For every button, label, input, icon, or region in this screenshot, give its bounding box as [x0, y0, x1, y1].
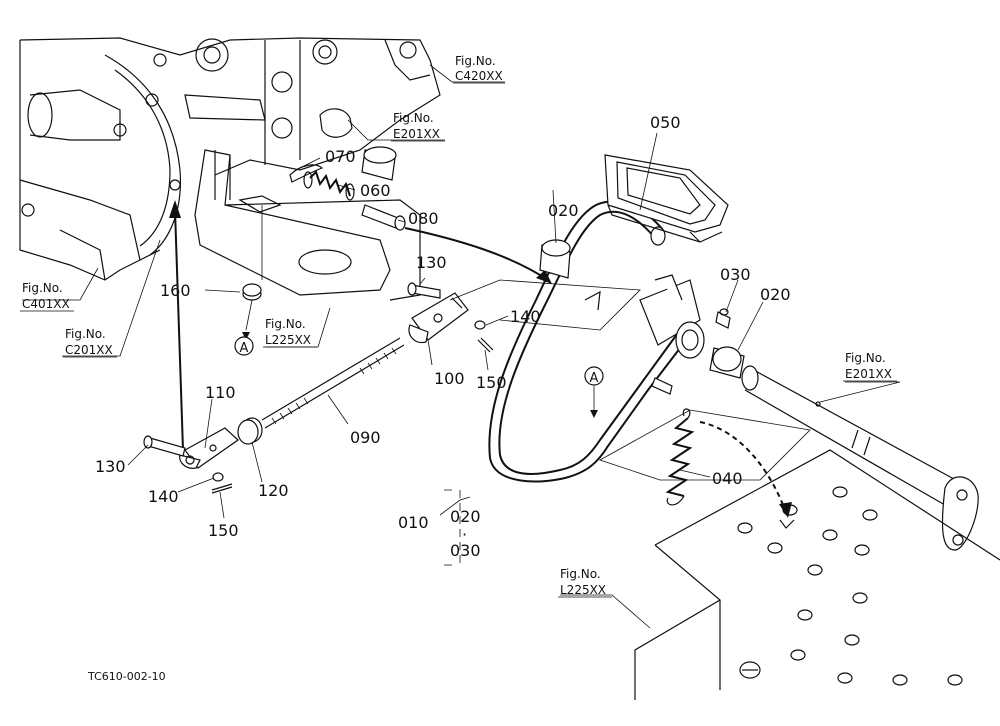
cotter-pin-150-right	[477, 337, 494, 353]
part-label-030: 030	[720, 265, 751, 284]
part-label-020-top: 020	[548, 201, 579, 220]
fig-ref-c201-line1: Fig.No.	[65, 327, 106, 341]
fig-ref-l225-bottom-line1: Fig.No.	[560, 567, 601, 581]
part-label-160: 160	[160, 281, 191, 300]
nut-160	[242, 283, 262, 340]
part-label-130-left: 130	[95, 457, 126, 476]
rod-090	[261, 337, 405, 429]
fig-ref-e201-right-line2: E201XX	[845, 367, 892, 381]
part-label-150-left: 150	[208, 521, 239, 540]
part-label-010-dot: ·	[462, 525, 467, 544]
fig-ref-c420-line1: Fig.No.	[455, 54, 496, 68]
fig-ref-e201-top-line2: E201XX	[393, 127, 440, 141]
ref-mark-a-right-text: A	[590, 371, 599, 386]
clevis-110	[179, 427, 239, 469]
part-label-140-left: 140	[148, 487, 179, 506]
bushing-020-top	[539, 239, 571, 279]
assembly-arrowhead-040	[779, 502, 792, 518]
fig-ref-underlines	[20, 82, 897, 598]
assembly-arrow-080	[404, 227, 549, 281]
assembly-arrowhead-080	[536, 270, 552, 284]
part-label-020-right: 020	[760, 285, 791, 304]
part-label-060: 060	[360, 181, 391, 200]
pedal-pad-050	[604, 154, 729, 243]
part-label-140-right: 140	[510, 307, 541, 326]
fig-ref-l225-mid-line2: L225XX	[265, 333, 311, 347]
assembly-plane-lower	[599, 409, 811, 481]
part-label-010: 010	[398, 513, 429, 532]
fig-ref-c201-line2: C201XX	[65, 343, 113, 357]
pin-080	[361, 204, 406, 231]
bushing-020-right	[709, 346, 745, 379]
assembly-plane-upper	[449, 279, 641, 331]
fig-ref-e201-top-line1: Fig.No.	[393, 111, 434, 125]
washer-140-left	[212, 472, 224, 482]
part-label-070: 070	[325, 147, 356, 166]
fig-ref-c420-line2: C420XX	[455, 69, 503, 83]
cotter-pin-150-left	[211, 483, 233, 494]
assembly-arrow-110	[174, 209, 184, 451]
drawing-code: TC610-002-10	[87, 670, 166, 683]
bushing-upper	[361, 146, 397, 181]
pin-130-top	[407, 282, 441, 299]
part-label-130-top: 130	[416, 253, 447, 272]
pin-130-left	[143, 435, 186, 457]
part-label-050: 050	[650, 113, 681, 132]
washer-140-right	[474, 320, 486, 330]
fig-ref-l225-bottom-line2: L225XX	[560, 583, 606, 597]
spring-060	[303, 170, 355, 201]
part-label-080: 080	[408, 209, 439, 228]
grease-fitting-030	[715, 308, 731, 329]
leader-lines	[22, 64, 901, 629]
nut-120	[237, 417, 263, 445]
assembly-arrow-040	[699, 421, 786, 511]
part-label-090: 090	[350, 428, 381, 447]
part-label-040: 040	[712, 469, 743, 488]
ref-mark-a-left: A	[234, 336, 254, 356]
part-label-110: 110	[205, 383, 236, 402]
clevis-100	[408, 292, 469, 344]
fig-ref-c401-line1: Fig.No.	[22, 281, 63, 295]
floor-plate	[634, 449, 1000, 700]
ref-mark-a-right: A	[584, 366, 604, 418]
spring-040	[665, 408, 695, 506]
pedal-arm-010	[488, 200, 705, 483]
bracket-plate	[194, 149, 421, 301]
part-label-010-030: 030	[450, 541, 481, 560]
pedal-shaft	[741, 365, 979, 551]
transmission-housing	[19, 37, 441, 281]
part-label-010-020: 020	[450, 507, 481, 526]
assembly-arrowhead-110	[169, 200, 181, 218]
fig-ref-e201-right-line1: Fig.No.	[845, 351, 886, 365]
part-label-120: 120	[258, 481, 289, 500]
fig-ref-c401-line2: C401XX	[22, 297, 70, 311]
fig-ref-l225-mid-line1: Fig.No.	[265, 317, 306, 331]
ref-mark-a-left-text: A	[240, 341, 249, 356]
part-label-150-right: 150	[476, 373, 507, 392]
part-label-100: 100	[434, 369, 465, 388]
